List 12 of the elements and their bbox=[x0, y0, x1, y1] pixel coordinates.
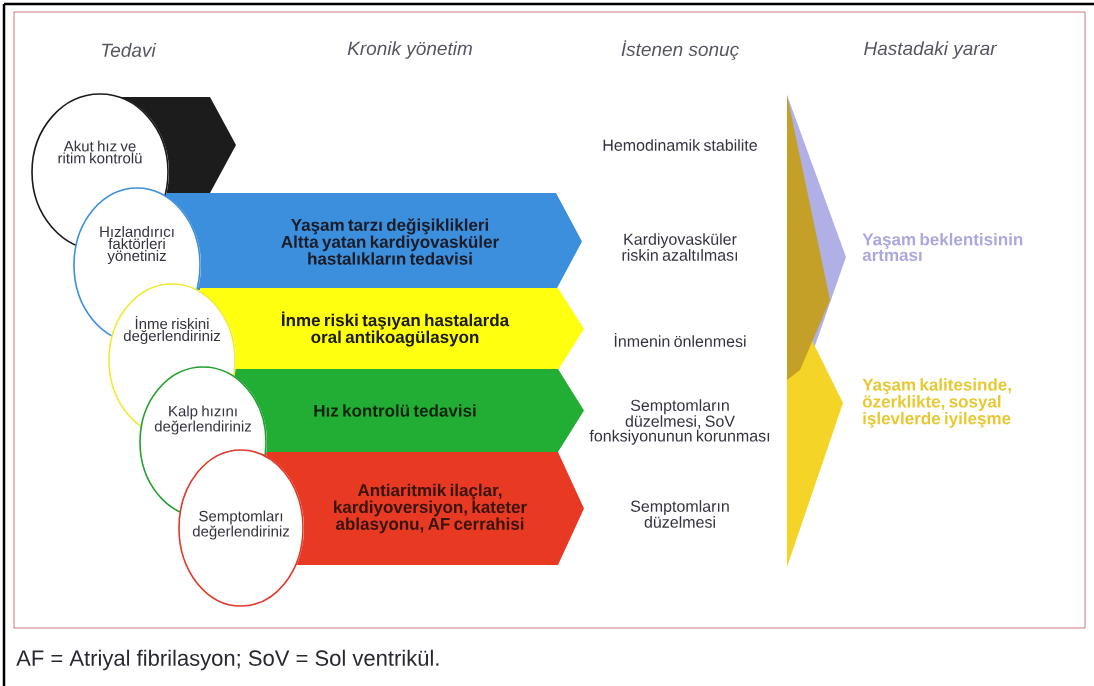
column-heading: Tedavi bbox=[102, 43, 157, 57]
outcome-text: Hemodinamik stabilite bbox=[603, 139, 757, 151]
caption: AF = Atriyal fibrilasyon; SoV = Sol ventrikül. bbox=[16, 649, 439, 671]
outcome-text: İnmenin önlenmesi bbox=[614, 333, 746, 348]
benefit-text: Yaşam beklentisinin artması bbox=[862, 232, 1023, 262]
outcome-text: Semptomların düzelmesi bbox=[630, 500, 729, 528]
column-heading: İstenen sonuç bbox=[621, 40, 739, 60]
outcome-text: Semptomların düzelmesi, SoV fonksiyonunun korunması bbox=[589, 399, 770, 445]
column-heading: Kronik yönetim bbox=[347, 41, 472, 59]
column-heading: Hastadaki yarar bbox=[864, 41, 998, 59]
benefit-text: Yaşam kalitesinde, özerklikte, sosyal işlevlerde iyileşme bbox=[862, 378, 1011, 428]
outcome-text: Kardiyovasküler riskin azaltılması bbox=[622, 233, 738, 261]
